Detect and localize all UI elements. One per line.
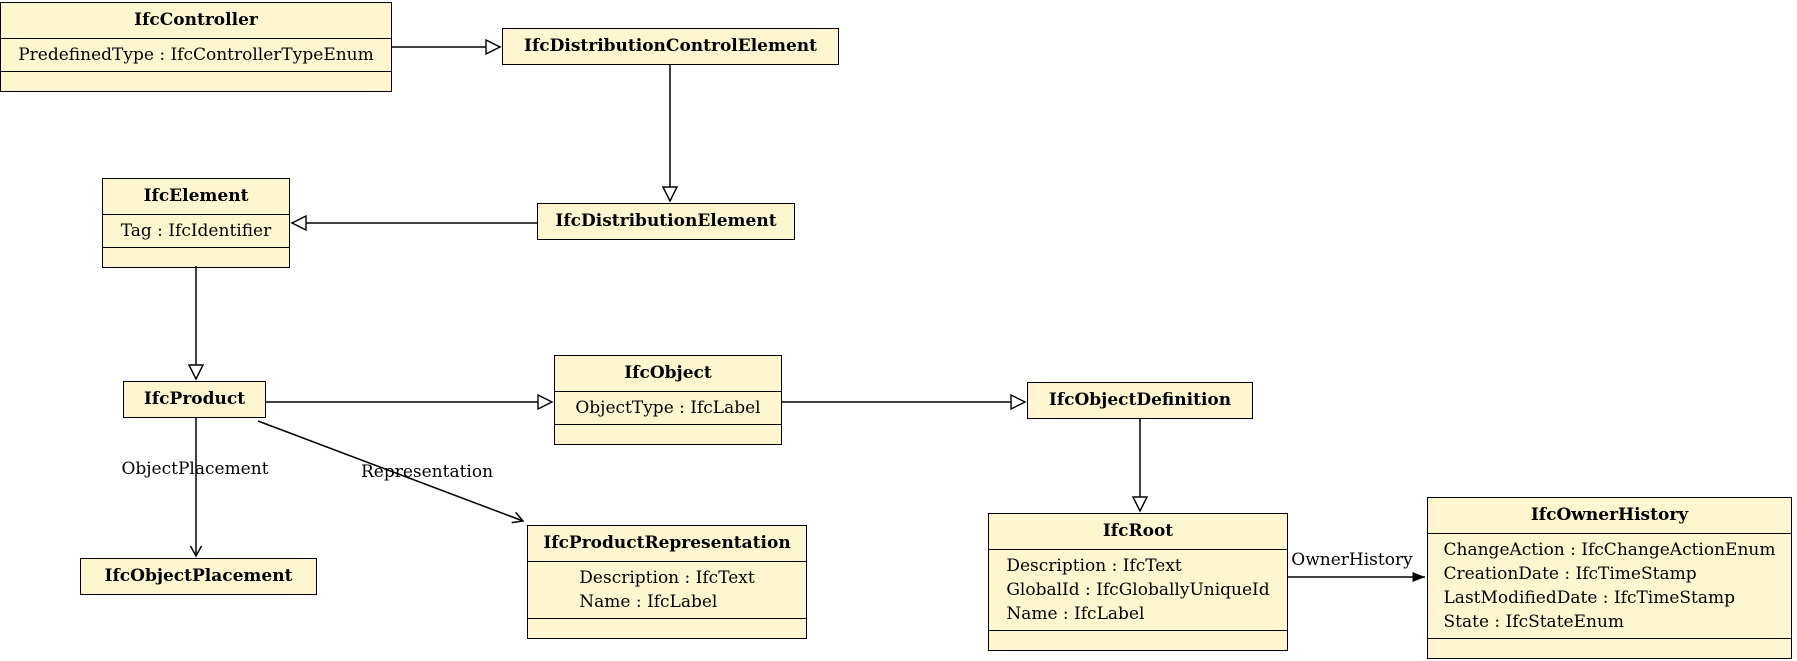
class-attributes: PredefinedType : IfcControllerTypeEnum <box>1 38 391 71</box>
class-title: IfcProduct <box>143 389 246 409</box>
class-attribute: CreationDate : IfcTimeStamp <box>1443 564 1697 584</box>
class-title: IfcRoot <box>1102 521 1174 541</box>
class-attribute: Description : IfcText <box>579 568 755 588</box>
class-attribute: State : IfcStateEnum <box>1443 612 1625 632</box>
class-box-ifccontroller: IfcController PredefinedType : IfcContro… <box>0 2 392 92</box>
class-empty-compartment <box>528 618 806 638</box>
class-attributes: ChangeAction : IfcChangeActionEnum Creat… <box>1428 533 1791 638</box>
class-attribute: Name : IfcLabel <box>1006 604 1145 624</box>
class-attribute: Name : IfcLabel <box>579 592 718 612</box>
class-attribute: LastModifiedDate : IfcTimeStamp <box>1443 588 1736 608</box>
class-attributes: Description : IfcText Name : IfcLabel <box>528 561 806 618</box>
class-box-ifcownerhistory: IfcOwnerHistory ChangeAction : IfcChange… <box>1427 497 1792 659</box>
edge-label-ownerhistory: OwnerHistory <box>1291 550 1413 570</box>
class-box-ifcobject: IfcObject ObjectType : IfcLabel <box>554 355 782 445</box>
class-box-ifcproduct: IfcProduct <box>123 381 266 418</box>
class-empty-compartment <box>989 630 1287 650</box>
class-box-ifcroot: IfcRoot Description : IfcText GlobalId :… <box>988 513 1288 651</box>
edge-label-representation: Representation <box>360 462 494 482</box>
class-title: IfcDistributionControlElement <box>524 36 817 56</box>
class-box-ifcobjectdefinition: IfcObjectDefinition <box>1027 382 1253 419</box>
class-attribute: GlobalId : IfcGloballyUniqueId <box>1006 580 1270 600</box>
class-title: IfcObjectDefinition <box>1048 390 1232 410</box>
class-empty-compartment <box>555 424 781 444</box>
class-attribute: PredefinedType : IfcControllerTypeEnum <box>18 45 374 65</box>
class-title: IfcObject <box>624 363 712 383</box>
class-title: IfcOwnerHistory <box>1530 505 1689 525</box>
class-title: IfcDistributionElement <box>555 211 777 231</box>
class-attribute: ChangeAction : IfcChangeActionEnum <box>1443 540 1776 560</box>
class-box-ifcobjectplacement: IfcObjectPlacement <box>80 558 317 595</box>
class-title: IfcProductRepresentation <box>543 533 791 553</box>
class-box-ifcdistributionelement: IfcDistributionElement <box>537 203 795 240</box>
class-box-ifcdistributioncontrolelement: IfcDistributionControlElement <box>502 28 839 65</box>
class-box-ifcproductrepresentation: IfcProductRepresentation Description : I… <box>527 525 807 639</box>
class-attribute: Description : IfcText <box>1006 556 1182 576</box>
class-attributes: Description : IfcText GlobalId : IfcGlob… <box>989 549 1287 630</box>
class-box-ifcelement: IfcElement Tag : IfcIdentifier <box>102 178 290 268</box>
edge-label-objectplacement: ObjectPlacement <box>121 459 269 479</box>
class-attributes: ObjectType : IfcLabel <box>555 391 781 424</box>
class-attribute: ObjectType : IfcLabel <box>575 398 761 418</box>
class-attributes: Tag : IfcIdentifier <box>103 214 289 247</box>
class-title: IfcObjectPlacement <box>104 566 293 586</box>
class-title: IfcElement <box>143 186 249 206</box>
class-attribute: Tag : IfcIdentifier <box>120 221 272 241</box>
class-title: IfcController <box>134 10 258 30</box>
class-empty-compartment <box>103 247 289 267</box>
class-empty-compartment <box>1428 638 1791 658</box>
class-empty-compartment <box>1 71 391 91</box>
